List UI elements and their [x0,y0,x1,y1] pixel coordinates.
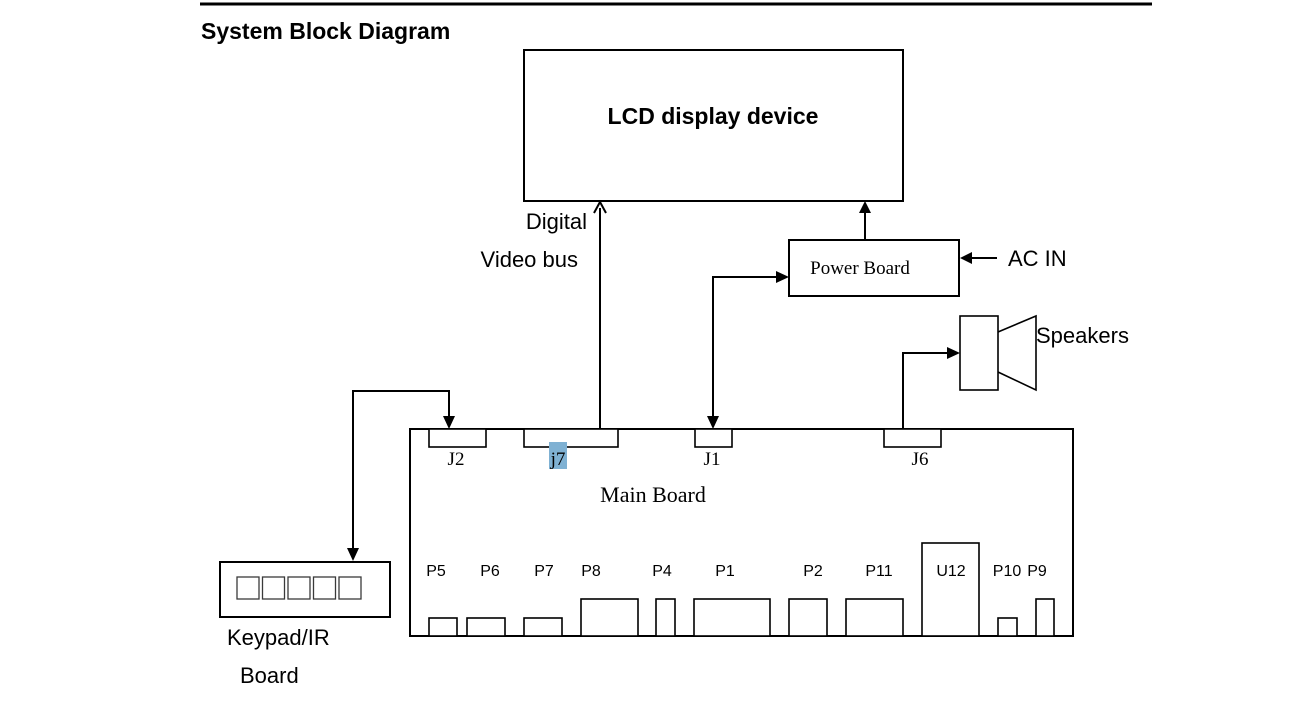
keypad-label-line2: Board [240,663,299,688]
connector-P11: P11 [845,563,904,637]
connector-P9-label: P9 [1027,563,1047,580]
page-title: System Block Diagram [201,18,450,44]
keypad-key-icon [236,576,260,600]
ac-in-label: AC IN [1008,246,1067,271]
connector-P9-box [1035,598,1055,637]
connector-P5: P5 [426,563,458,637]
keypad-j2-connection [347,390,455,561]
connector-P11-label: P11 [865,563,892,580]
speaker-cone-icon [997,314,1037,392]
keypad-ir-board-block: Keypad/IR Board [219,561,391,688]
connector-J2: J2 [428,428,487,470]
video-bus-label-line1: Digital [526,209,587,234]
lcd-display-block: LCD display device [523,49,904,202]
connector-P8-label: P8 [581,563,601,580]
lcd-display-box [523,49,904,202]
j1-power-arrowhead-right-icon [776,271,789,283]
connector-P6: P6 [466,563,506,637]
j6-speaker-wire [902,352,948,429]
keypad-j2-wire [352,390,450,549]
connector-J1: J1 [694,428,733,470]
text-selection-highlight [549,442,567,469]
component-U12-box [921,542,980,637]
connector-J6: J6 [883,428,942,470]
connector-P2: P2 [788,563,828,637]
connector-J6-label: J6 [912,449,929,470]
connector-J2-label: J2 [448,449,465,470]
power-board-label: Power Board [810,258,910,279]
connector-P1: P1 [693,563,771,637]
j1-power-connection [707,271,789,429]
j6-speaker-arrowhead-icon [947,347,960,359]
j1-power-arrowhead-down-icon [707,416,719,429]
connector-j7: j7 [523,428,619,470]
video-bus-label-line2: Video bus [481,247,578,272]
connector-P6-box [466,617,506,637]
connector-P2-label: P2 [803,563,823,580]
keypad-j2-arrowhead-down-icon [443,416,455,429]
video-bus-connection: Digital Video bus [481,199,607,429]
connector-P10-label: P10 [993,563,1022,580]
connector-j7-label: j7 [550,449,566,470]
connector-J6-box [883,428,942,448]
power-to-lcd-arrowhead-icon [859,201,871,213]
connector-P8: P8 [580,563,639,637]
connector-J1-box [694,428,733,448]
power-board-box [788,239,960,297]
connector-P5-label: P5 [426,563,446,580]
keypad-label-line1: Keypad/IR [227,625,330,650]
main-board-label: Main Board [600,482,706,507]
connector-P7: P7 [523,563,563,637]
keypad-key-icon [312,576,337,600]
connector-P4-label: P4 [652,563,672,580]
connector-P1-label: P1 [715,563,735,580]
connector-P1-box [693,598,771,637]
main-board-block: Main Board J2 j7 J1 J6 P5 P6 [409,428,1074,637]
keypad-keys [236,576,362,600]
connector-P2-box [788,598,828,637]
power-board-block: Power Board [788,239,960,297]
connector-J1-label: J1 [704,449,721,470]
lcd-display-label: LCD display device [608,103,819,129]
component-U12: U12 [921,542,980,637]
connector-P8-box [580,598,639,637]
connector-P6-label: P6 [480,563,500,580]
connector-P11-box [845,598,904,637]
connector-P4-box [655,598,676,637]
connector-P7-label: P7 [534,563,554,580]
speakers-label: Speakers [1036,323,1129,348]
connector-P10: P10 [993,563,1022,637]
connector-J2-box [428,428,487,448]
keypad-arrowhead-down-icon [347,548,359,561]
keypad-key-icon [287,576,311,600]
connector-j7-box [523,428,619,448]
connector-P5-box [428,617,458,637]
speaker-body [959,315,999,391]
connector-P9: P9 [1027,563,1055,637]
ac-in-arrowhead-icon [960,252,972,264]
speaker-block: Speakers [959,314,1129,392]
connector-P10-box [997,617,1018,637]
connector-P7-box [523,617,563,637]
video-bus-arrowhead-icon [593,199,607,214]
j1-power-wire [712,276,777,417]
keypad-key-icon [261,576,286,600]
connector-P4: P4 [652,563,676,637]
component-U12-label: U12 [936,563,965,580]
keypad-key-icon [338,576,362,600]
